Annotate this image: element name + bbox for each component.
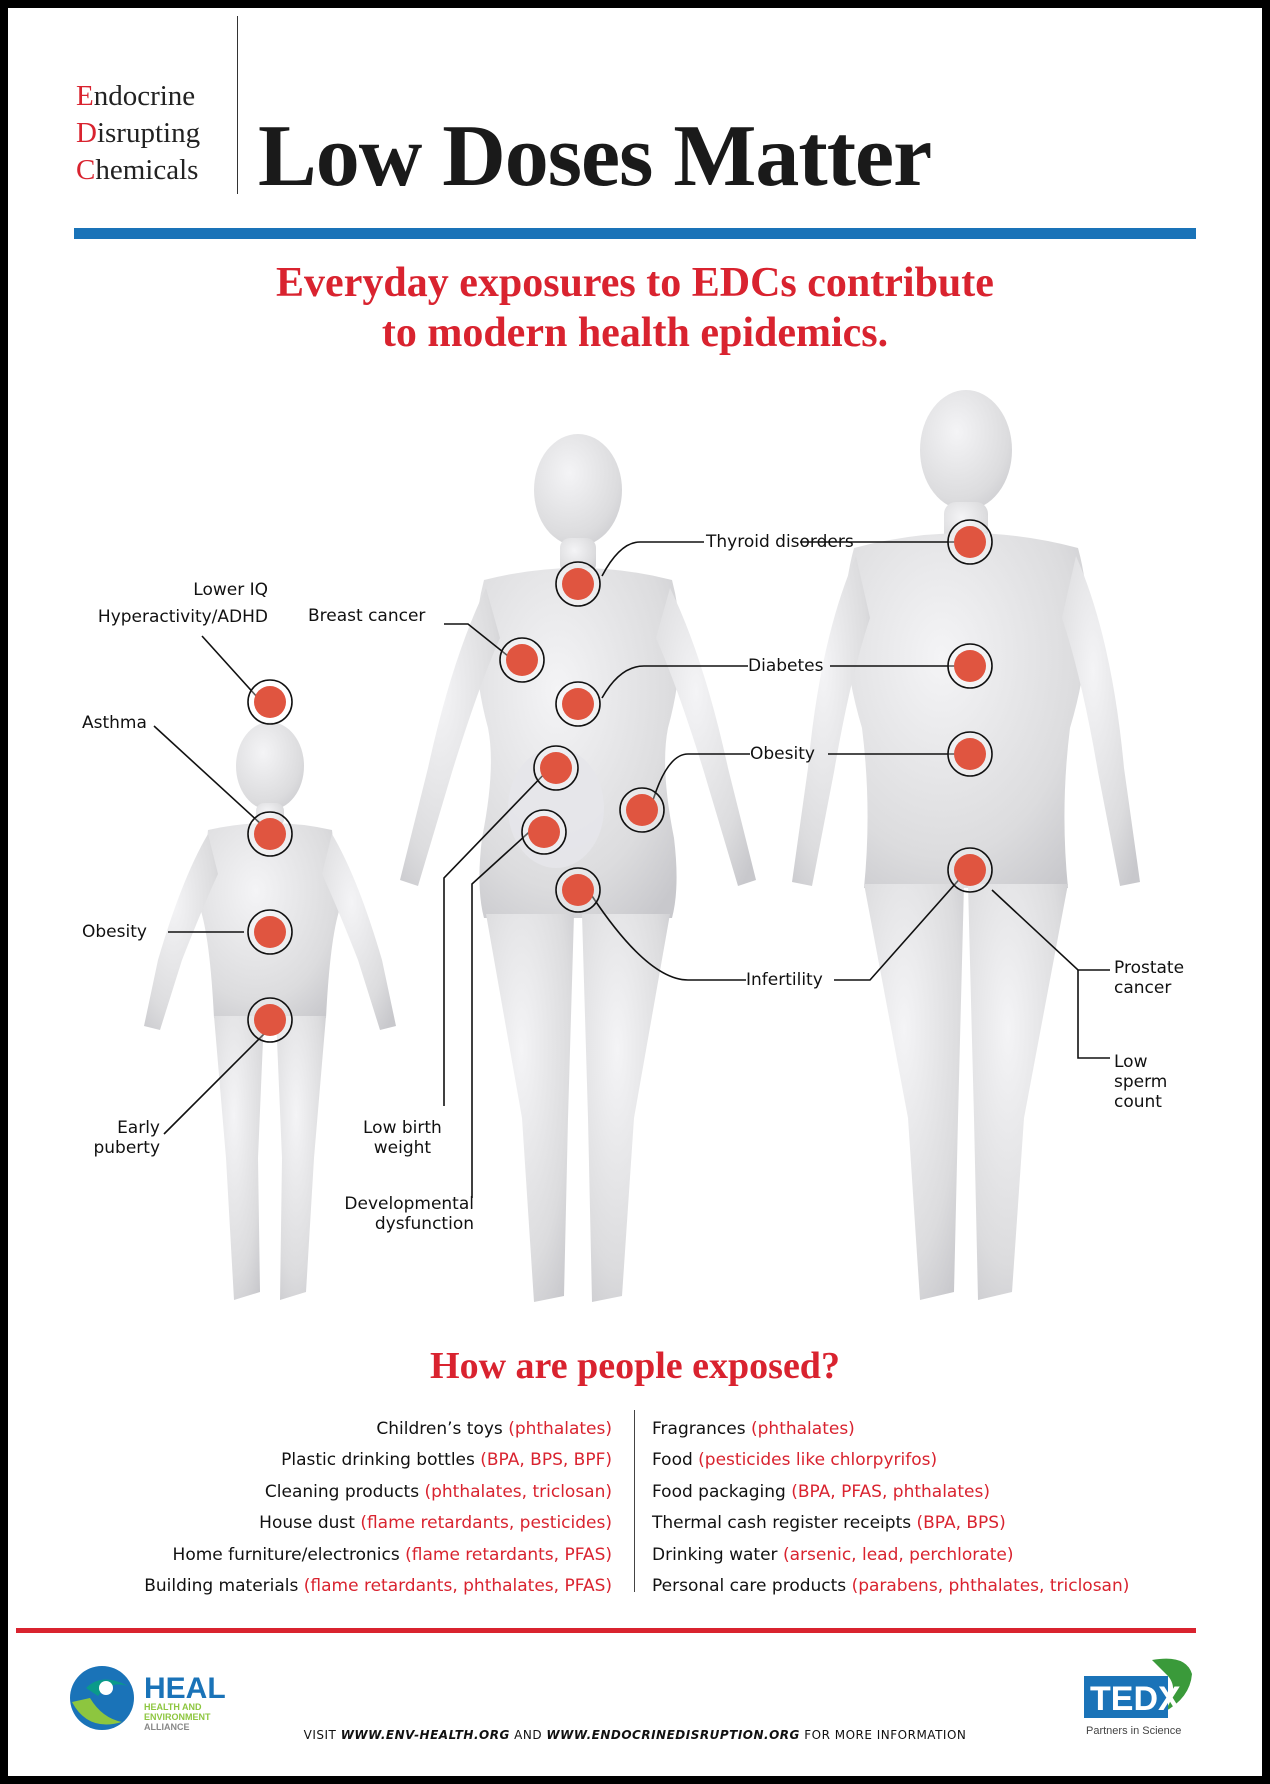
exposure-title: How are people exposed? <box>430 1345 840 1387</box>
list-item: Thermal cash register receipts (BPA, BPS… <box>652 1513 1006 1534</box>
leader-lines <box>153 541 1110 1198</box>
label-developmental-dysfunction: Developmental dysfunction <box>344 1194 474 1234</box>
tedx-name: TEDX <box>1090 1680 1181 1718</box>
list-item: House dust (flame retardants, pesticides… <box>259 1513 612 1534</box>
tedx-logo: TEDX Partners in Science <box>1084 1658 1192 1737</box>
label-adhd: Hyperactivity/ADHD <box>97 607 268 627</box>
blue-divider <box>74 228 1196 239</box>
list-item: Building materials (flame retardants, ph… <box>144 1576 612 1597</box>
marker-woman-breast <box>499 637 545 683</box>
marker-woman-neck <box>555 561 601 607</box>
heal-swirl-icon <box>70 1666 134 1730</box>
label-obesity-child: Obesity <box>82 922 147 942</box>
marker-child-chest <box>247 811 293 857</box>
list-item: Drinking water (arsenic, lead, perchlora… <box>652 1544 1014 1565</box>
marker-woman-infertility <box>555 867 601 913</box>
label-prostate-cancer: Prostate cancer <box>1114 958 1185 998</box>
heal-name: HEAL <box>144 1672 226 1705</box>
footer-info: VISIT WWW.ENV-HEALTH.ORG AND WWW.ENDOCRI… <box>303 1728 967 1742</box>
exposure-list-right: Fragrances (phthalates) Food (pesticides… <box>652 1414 1129 1602</box>
endocrine-disruption-link[interactable]: WWW.ENDOCRINEDISRUPTION.ORG <box>546 1728 800 1742</box>
list-item: Fragrances (phthalates) <box>652 1419 855 1439</box>
list-item: Cleaning products (phthalates, triclosan… <box>264 1481 612 1502</box>
body-figures-illustration <box>144 390 1140 1302</box>
svg-text:HEALTH AND: HEALTH AND <box>144 1702 202 1712</box>
marker-man-groin <box>947 847 993 893</box>
list-item: Plastic drinking bottles (BPA, BPS, BPF) <box>281 1450 612 1471</box>
marker-woman-development <box>521 809 567 855</box>
exposure-list-left: Children’s toys (phthalates) Plastic dri… <box>144 1414 612 1602</box>
man-figure <box>792 390 1140 1300</box>
label-asthma: Asthma <box>82 713 147 733</box>
label-low-sperm-count: Low sperm count <box>1114 1052 1168 1112</box>
svg-text:ALLIANCE: ALLIANCE <box>144 1722 190 1732</box>
header-divider <box>237 16 238 194</box>
marker-child-belly <box>247 909 293 955</box>
label-lower-iq: Lower IQ <box>193 580 268 600</box>
logo-line-disrupting: Disrupting <box>76 117 201 149</box>
label-infertility: Infertility <box>746 970 823 990</box>
label-diabetes: Diabetes <box>748 656 824 676</box>
list-item: Personal care products (parabens, phthal… <box>652 1576 1130 1597</box>
label-early-puberty: Early puberty <box>93 1118 160 1158</box>
label-obesity: Obesity <box>750 744 815 764</box>
label-thyroid: Thyroid disorders <box>706 532 854 552</box>
marker-woman-diabetes <box>555 681 601 727</box>
list-item: Home furniture/electronics (flame retard… <box>172 1544 612 1565</box>
markers <box>247 519 993 1043</box>
tedx-tagline: Partners in Science <box>1086 1725 1181 1737</box>
marker-child-head <box>247 679 293 725</box>
edc-logo-text: Endocrine Disrupting Chemicals <box>76 78 200 189</box>
list-item: Children’s toys (phthalates) <box>376 1419 612 1439</box>
logo-line-chemicals: Chemicals <box>76 154 199 186</box>
svg-text:ENVIRONMENT: ENVIRONMENT <box>144 1712 211 1722</box>
list-item: Food (pesticides like chlorpyrifos) <box>652 1450 938 1471</box>
page-title: Low Doses Matter <box>258 108 932 205</box>
marker-woman-obesity <box>619 787 665 833</box>
marker-woman-fetus <box>533 745 579 791</box>
red-divider <box>16 1628 1196 1633</box>
list-item: Food packaging (BPA, PFAS, phthalates) <box>652 1481 990 1502</box>
marker-child-groin <box>247 997 293 1043</box>
env-health-link[interactable]: WWW.ENV-HEALTH.ORG <box>340 1728 510 1742</box>
tedx-leaf-icon <box>1152 1658 1192 1712</box>
marker-man-diabetes <box>947 643 993 689</box>
marker-man-thyroid <box>947 519 993 565</box>
column-divider <box>634 1410 635 1592</box>
poster: Endocrine Disrupting Chemicals Low Doses… <box>8 8 1262 1776</box>
label-breast-cancer: Breast cancer <box>308 606 426 626</box>
logo-line-endocrine: Endocrine <box>76 80 196 112</box>
marker-man-obesity <box>947 731 993 777</box>
heal-logo: HEAL HEALTH AND ENVIRONMENT ALLIANCE <box>70 1666 226 1732</box>
subtitle: Everyday exposures to EDCs contribute to… <box>276 260 994 356</box>
label-low-birth-weight: Low birth weight <box>363 1118 442 1158</box>
